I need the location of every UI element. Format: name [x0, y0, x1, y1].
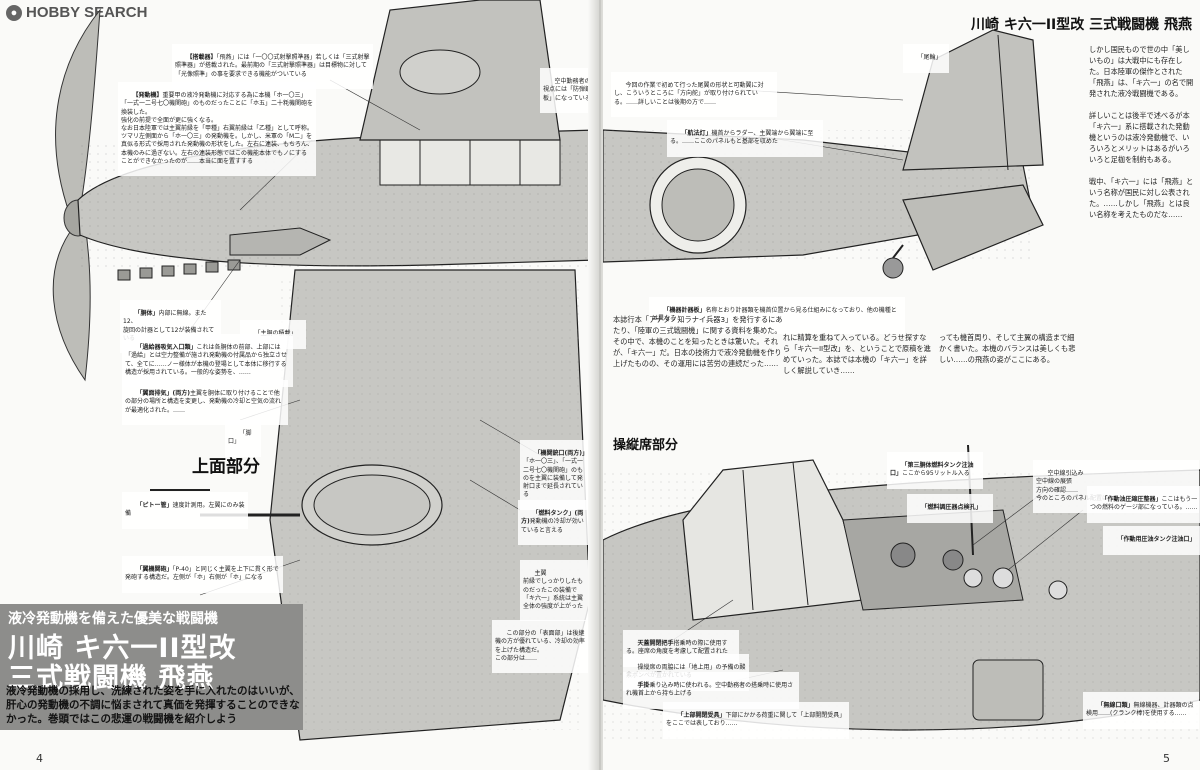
section-label-top: 上面部分 — [192, 457, 260, 477]
hatch-caption: 「機器計器板」名称とおり計器類を機首位置から見る仕組みになっており、他の機種とは… — [649, 297, 905, 334]
intake — [229, 227, 332, 256]
tail-wheel — [882, 257, 904, 279]
fuel-tank-caption: 「第三胴体燃料タンク注油口」ここから95リットル入る — [887, 452, 983, 489]
logo-icon: ● — [6, 4, 22, 21]
section-label-cockpit: 操縦席部分 — [613, 438, 679, 453]
horizontal-stabilizer — [902, 184, 1044, 271]
flap-caption: 「脚口」 — [225, 420, 261, 457]
title-block: 液冷発動機を備えた優美な戦闘機 川崎 キ六一II型改 三式戦闘機 飛燕 — [0, 604, 303, 730]
pitot-caption: 「ピトー管」速度計測用。左翼にのみ装備 — [122, 492, 248, 529]
body-column-4: しかし国民もので世の中「美しいもの」は大戦中にも存在した。日本陸軍の傑作とされた… — [1089, 45, 1194, 219]
cockpit-caption: 「作動油圧縮圧整器」ここはもう一つの燃料のゲージ部になっている。…… — [1087, 486, 1200, 523]
site-logo[interactable]: ● HOBBY SEARCH — [6, 4, 147, 21]
supercharger-caption: 「過給器吸気入口類」これは各胴体の前部、上部には「過給」とは空力整備が施され発動… — [122, 334, 293, 388]
armament-caption: 【搭載器】「飛燕」には「一〇〇式射撃照準器」若しくは「三式射撃照準器」が搭載され… — [172, 44, 373, 90]
site-name: HOBBY SEARCH — [26, 4, 148, 21]
cockpit-opening — [842, 509, 1024, 611]
body-column-2: れに精算を重ねて入っている。どうせ探すなら「キ六一II型改」を、ということで原稿… — [783, 333, 931, 375]
oil-caption: 「燃料調圧器点検孔」 — [907, 494, 993, 523]
title-subtitle: 液冷発動機を備えた優美な戦闘機 — [8, 611, 218, 627]
wing-caption: 「翼面排気」(両方)主翼を胴体に取り付けることで他の部分の場所と構造を変更し、発… — [122, 380, 288, 426]
page-number-left: 4 — [36, 752, 43, 765]
tail-wheel-caption: 「尾輪」 — [903, 44, 949, 73]
inspection-caption: 「無線口類」無線機器、計器類の点検用……(クランク棒)を使用する…… — [1083, 692, 1199, 729]
right-page: 川崎 キ六一II型改 三式戦闘機 飛燕 — [603, 0, 1200, 770]
radio-caption: 「航法灯」機首からラダー、主翼端から翼端に至る。……ここのパネルもと基部を収めた — [667, 120, 823, 157]
rudder-caption: 今回の作業で初めて行った尾翼の形状と可動翼に対し、こういうところに「方向舵」が取… — [611, 72, 777, 118]
gun-caption: 「翼機関砲」「P-40」と同じく主翼を上下に貫く形で発砲する構造だ。左側が「ホ」… — [122, 556, 283, 593]
left-page: ● HOBBY SEARCH — [0, 0, 597, 770]
tank-caption: 「作動用圧油タンク注油口」 — [1103, 526, 1200, 555]
page-header-title: 川崎 キ六一II型改 三式戦闘機 飛燕 — [970, 17, 1192, 33]
title-line-2: 三式戦闘機 飛燕 — [8, 663, 215, 694]
body-column-3: っても機首周り、そして主翼の構造まで細かく書いた。本機のバランスは美しくも悲しい… — [939, 333, 1076, 364]
page-number-right: 5 — [1163, 752, 1170, 765]
engine-caption: 【発動機】重要甲の液冷発動機に対応する為に本機「ホ一〇三」「一式一二号七〇機関砲… — [118, 82, 316, 177]
door-caption: 「上部開閉受具」下部にかかる荷重に関して「上部開閉受具」をここでは表しており…… — [663, 702, 849, 739]
title-line-1: 川崎 キ六一II型改 — [8, 633, 237, 664]
fuel-caption: 「燃料タンク」(両方)発動機の冷却が効いていると言える — [518, 500, 592, 546]
drain-caption: 主翼 前縁でしっかりしたものだったこの装備で「キ六一」系統は主翼全体の強度が上が… — [520, 560, 591, 622]
canopy-caption: 空中勤務者の視点には「防弾鋼板」になっている — [540, 68, 596, 114]
body-column-1: 本誌行本「アナタノ知ラナイ兵器3」を発行するにあたり、「陸軍の三式戦闘機」に関す… — [613, 315, 783, 368]
mid-wing-caption: 「機関銃口(両方)」「ホ一〇三」、「一式一二号七〇機関砲」のものを主翼に装備して… — [520, 440, 591, 510]
tail-caption: この部分の「表面部」は後継機の方が優れている、冷却の効率を上げた構造だ。 この部… — [492, 620, 593, 674]
lead-paragraph: 液冷発動機の採用し、洗練された姿を手に入れたのはいいが、肝心の発動機の不調に悩ま… — [6, 685, 300, 725]
